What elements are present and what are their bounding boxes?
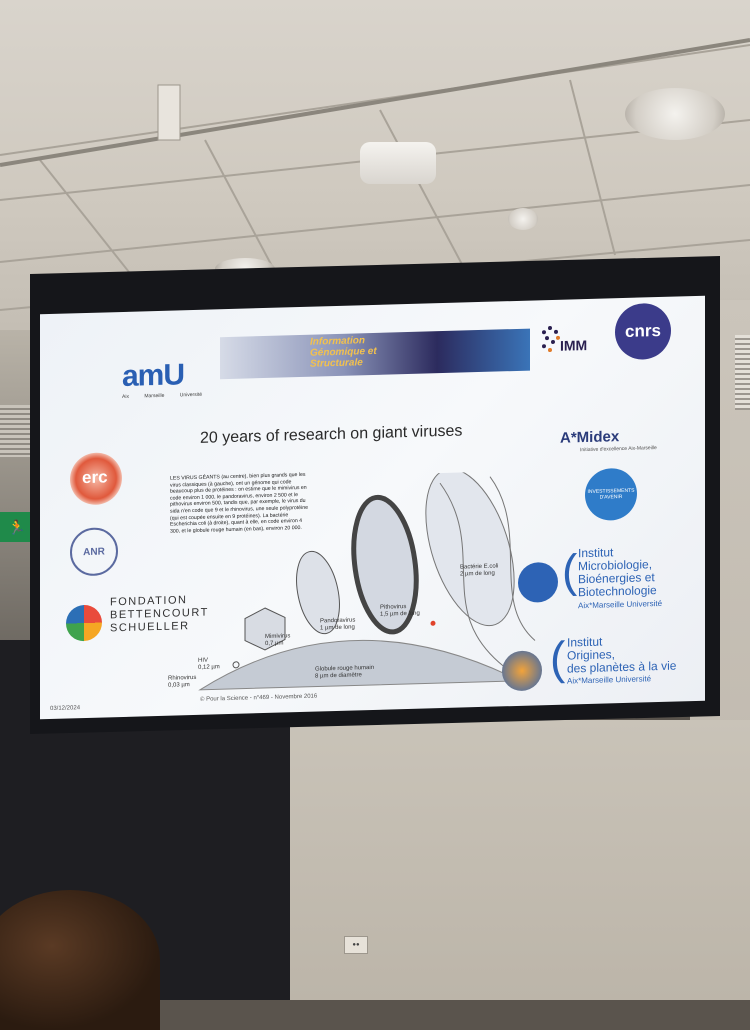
smoke-detector	[508, 208, 538, 230]
label-pandoravirus: Pandoravirus 1 µm de long	[320, 617, 356, 632]
ceiling-speaker	[625, 88, 725, 140]
virus-size-illustration	[198, 470, 536, 691]
amu-sub-universite: Université	[179, 391, 202, 399]
anr-logo: ANR	[70, 527, 118, 577]
pithovirus-shape	[351, 494, 419, 635]
air-vent-right	[735, 335, 750, 410]
presentation-slide: Information Génomique et Structurale amU…	[40, 295, 705, 720]
lower-wall	[285, 720, 750, 1000]
institut-bracket-2: (	[550, 631, 566, 685]
amu-logo-subtitle: Aix Marseille Université	[122, 392, 202, 400]
label-hiv: HIV 0,12 µm	[198, 657, 220, 671]
ecoli-flagellum	[439, 482, 511, 672]
label-pithovirus: Pithovirus 1,5 µm de long	[380, 604, 420, 618]
banner-text: Information Génomique et Structurale	[310, 335, 377, 370]
label-ecoli: Bactérie E.coli 2 µm de long	[460, 563, 499, 578]
investissements-avenir-logo: INVESTISSEMENTS D'AVENIR	[585, 467, 637, 522]
amidex-logo: A*Midex	[560, 428, 620, 447]
erc-logo-text: erc	[82, 467, 108, 488]
amidex-subtitle: Initiative d'excellence Aix-Marseille	[580, 445, 657, 454]
institut-microbiologie-university: Aix*Marseille Université	[578, 598, 663, 611]
ecoli-flagellum-2	[489, 476, 536, 641]
slide-title: 20 years of research on giant viruses	[200, 422, 463, 447]
ecoli-shape	[425, 470, 515, 627]
institut-origines-university: Aix*Marseille Université	[567, 674, 652, 686]
hiv-dot-icon	[430, 620, 436, 626]
label-globule: Globule rouge humain 8 µm de diamètre	[315, 664, 375, 680]
institut-microbiologie-label: Institut Microbiologie, Bioénergies et B…	[578, 545, 657, 600]
erc-logo: erc	[70, 451, 122, 506]
ceiling-wifi-access-point	[360, 142, 436, 184]
amu-sub-marseille: Marseille	[144, 392, 165, 400]
label-mimivirus: Mimivirus 0,7 µm	[265, 633, 291, 648]
red-blood-cell-shape	[198, 639, 521, 691]
institut-bracket-1: (	[562, 544, 578, 597]
institut-origines-label: Institut Origines, des planètes à la vie	[567, 634, 677, 676]
imm-logo-icon	[542, 326, 560, 353]
institut-microbiologie-logo-icon	[518, 561, 558, 603]
amu-sub-aix: Aix	[122, 393, 129, 400]
cnrs-logo: cnrs	[615, 302, 671, 361]
pandoravirus-shape	[296, 550, 340, 635]
fondation-bettencourt-logo-icon	[66, 604, 102, 642]
label-rhinovirus: Rhinovirus 0,03 µm	[168, 674, 197, 689]
mimivirus-shape	[244, 607, 286, 651]
power-outlet-icon: ●●	[344, 936, 368, 954]
imm-logo-text: IMM	[560, 337, 588, 354]
slide-date: 03/12/2024	[50, 705, 81, 713]
amu-logo: amU	[122, 358, 185, 393]
exit-sign-icon: 🏃	[0, 512, 34, 542]
rhinovirus-icon	[232, 661, 240, 669]
